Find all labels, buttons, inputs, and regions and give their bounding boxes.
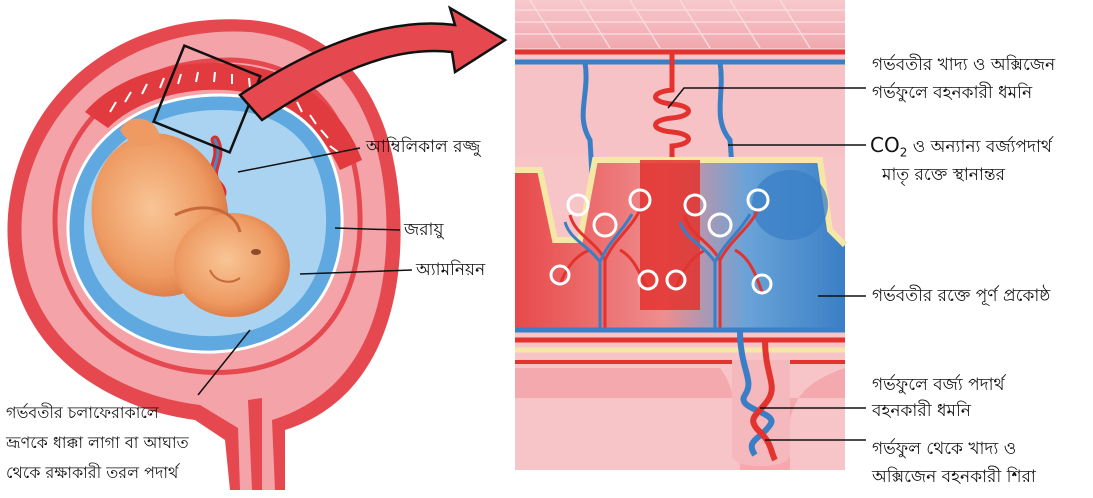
co2-prefix: CO: [870, 133, 900, 157]
label-umbilical-vein-2: অক্সিজেন বহনকারী শিরা: [872, 464, 1036, 490]
label-amniotic-fluid-3: থেকে রক্ষাকারী তরল পদার্থ: [6, 460, 178, 486]
label-maternal-blood-chamber: গর্ভবতীর রক্তে পূর্ণ প্রকোষ্ঠ: [872, 283, 1050, 309]
label-maternal-artery-2: গর্ভফুলে বহনকারী ধমনি: [872, 80, 1032, 106]
co2-rest: ও অন্যান্য বর্জ্যপদার্থ: [907, 137, 1052, 157]
label-co2-line2: মাতৃ রক্তে স্থানান্তর: [882, 162, 1005, 188]
label-amniotic-fluid-2: ভ্রূণকে ধাক্কা লাগা বা আঘাত: [6, 430, 189, 456]
label-umbilical-cord: আম্বিলিকাল রজ্জু: [366, 134, 480, 160]
label-co2: CO2 ও অন্যান্য বর্জ্যপদার্থ: [870, 132, 1052, 165]
label-umbilical-vein-1: গর্ভফুল থেকে খাদ্য ও: [872, 436, 1016, 462]
label-amnion: অ্যামনিয়ন: [416, 257, 485, 283]
label-maternal-artery-1: গর্ভবতীর খাদ্য ও অক্সিজেন: [872, 52, 1055, 78]
label-umbilical-artery-1: গর্ভফুলে বর্জ্য পদার্থ: [872, 372, 1005, 398]
placenta-section: [515, 0, 845, 470]
label-amniotic-fluid-1: গর্ভবতীর চলাফেরাকালে: [6, 400, 159, 426]
label-uterus: জরায়ু: [404, 217, 444, 243]
label-umbilical-artery-2: বহনকারী ধমনি: [872, 398, 971, 424]
fetus-head: [174, 213, 290, 317]
